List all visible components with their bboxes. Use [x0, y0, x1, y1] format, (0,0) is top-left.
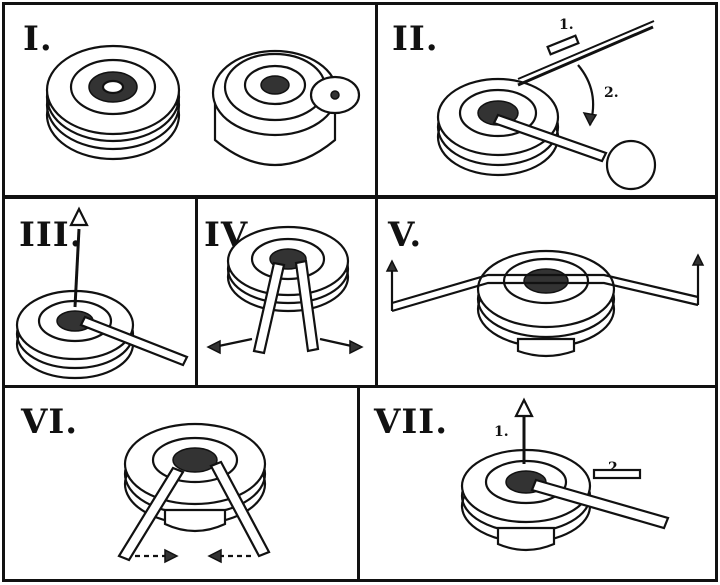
removal-illustration: [460, 397, 670, 552]
panel-label: II.: [392, 19, 439, 59]
panel-label: III.: [19, 215, 83, 255]
panel-label: I.: [23, 19, 53, 59]
step-1-label: 1.: [494, 424, 509, 440]
panel-4: IV.: [195, 196, 378, 388]
lever-illustration: [206, 225, 364, 355]
pulley-illustration: [45, 44, 361, 166]
panel-5: V.: [375, 196, 718, 388]
panel-6: VI.: [2, 385, 360, 582]
panel-7: VII. 1. 2.: [357, 385, 718, 582]
tool-bar-illustration: [385, 249, 705, 358]
panel-label: VI.: [21, 402, 79, 442]
panel-3: III.: [2, 196, 198, 388]
panel-label: V.: [388, 215, 423, 255]
step-1-label: 1.: [559, 17, 574, 33]
panel-1: I.: [2, 2, 378, 198]
puller-illustration: [15, 206, 189, 380]
press-illustration: [117, 422, 271, 564]
panel-2: II. 1. 2. !: [375, 2, 718, 198]
panel-label: VII.: [374, 402, 449, 442]
step-2-label: 2.: [604, 85, 619, 101]
wrench-illustration: [436, 20, 657, 191]
